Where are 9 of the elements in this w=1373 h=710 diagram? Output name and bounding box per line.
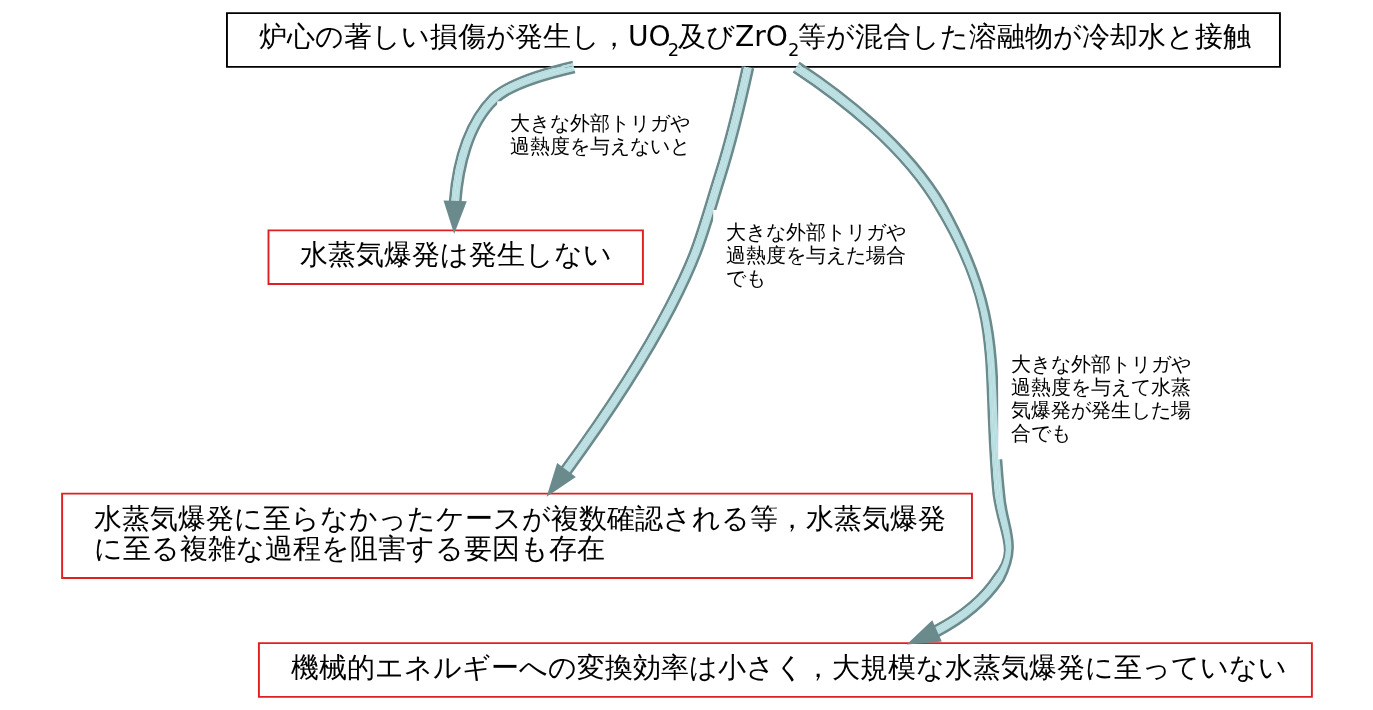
node-box: 水蒸気爆発に至らなかったケースが複数確認される等，水蒸気爆発に至る複雑な過程を阻害する要因も存在 — [60, 492, 973, 579]
edge-label: 大きな外部トリガや過熱度を与えた場合でも — [725, 220, 906, 291]
arrow — [546, 65, 754, 497]
node-box: 水蒸気爆発は発生しない — [267, 229, 644, 286]
node-box: 炉心の著しい損傷が発生し，UO$_{2}$及びZrO$_{2}$等が混合した溶融物が冷却水と接触 — [225, 12, 1281, 68]
arrow — [792, 61, 1014, 645]
edge-label: 大きな外部トリガや過熱度を与えて水蒸気爆発が発生した場合でも — [1010, 351, 1191, 445]
edge-label: 大きな外部トリガや過熱度を与えないと — [509, 111, 690, 159]
node-box: 機械的エネルギーへの変換効率は小さく，大規模な水蒸気爆発に至っていない — [257, 642, 1313, 698]
